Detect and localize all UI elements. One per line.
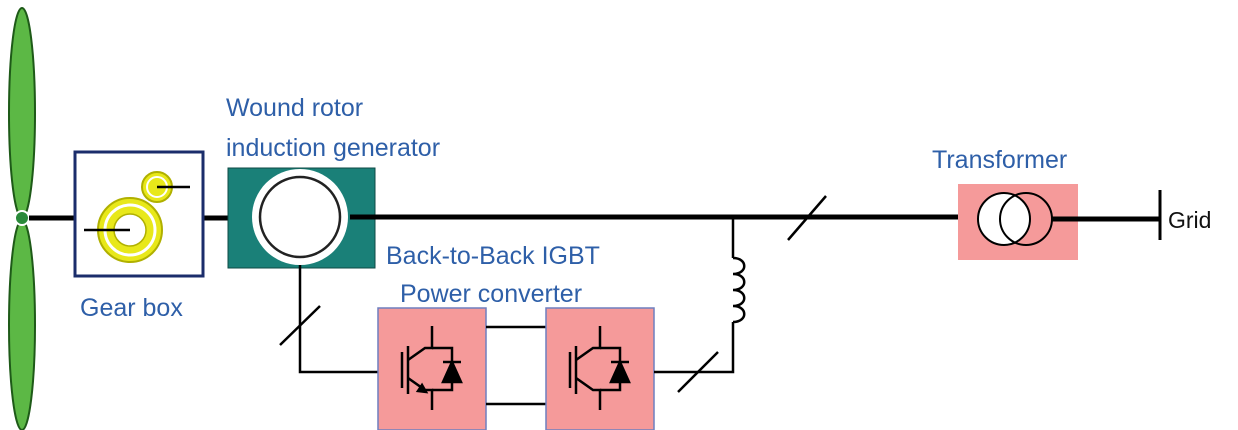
- three-phase-tick-rotor: [279, 305, 321, 346]
- turbine-blade-lower: [8, 219, 36, 430]
- inductor-coil-icon: [732, 256, 746, 324]
- turbine-hub: [14, 210, 30, 226]
- converter-label-line1: Back-to-Back IGBT: [386, 242, 600, 270]
- gear-icon: [84, 171, 190, 263]
- converter-grid-side: [545, 307, 655, 430]
- converter-label-line2: Power converter: [400, 280, 582, 308]
- converter-rotor-side: [377, 307, 487, 430]
- igbt-diode-icon: [400, 326, 463, 410]
- wound-rotor-induction-generator: [227, 167, 376, 269]
- gearbox: [73, 150, 205, 278]
- turbine-blade-upper: [8, 7, 36, 219]
- gearbox-label: Gear box: [80, 294, 183, 322]
- transformer-winding-primary-icon: [977, 192, 1031, 246]
- transformer: [958, 184, 1078, 260]
- transformer-label: Transformer: [932, 146, 1067, 174]
- grid-label: Grid: [1168, 207, 1211, 233]
- igbt-diode-icon: [568, 326, 631, 410]
- turbine-rotor: [8, 7, 36, 430]
- generator-label-line2: induction generator: [226, 134, 440, 162]
- three-phase-tick-grid-side: [677, 351, 719, 393]
- generator-label-line1: Wound rotor: [226, 94, 363, 122]
- rotor-line: [298, 265, 378, 374]
- grid-side-line: [654, 322, 735, 374]
- three-phase-tick-main: [787, 195, 827, 241]
